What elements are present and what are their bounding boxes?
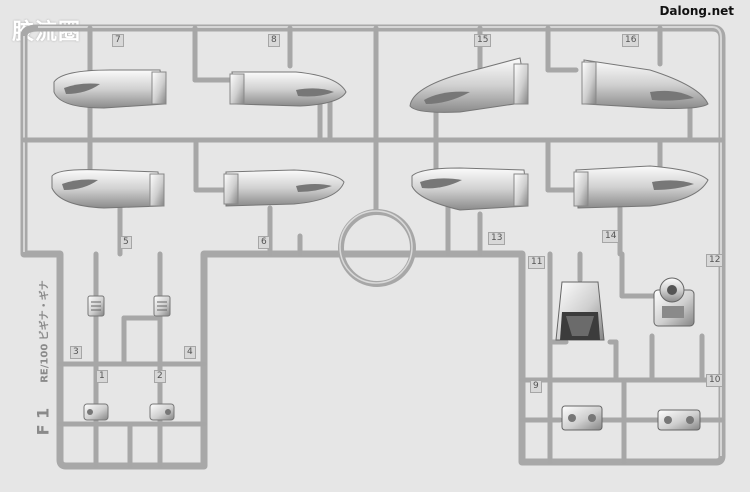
- outer-runner-highlight: [23, 26, 722, 456]
- part-11-housing: [555, 281, 605, 341]
- part-number-tag: 9: [530, 380, 542, 393]
- part-number-tag: 12: [706, 254, 724, 267]
- inner-runners: [21, 25, 725, 469]
- part-14: [573, 165, 709, 209]
- runner-letter: F 1: [33, 407, 53, 436]
- part-12-housing: [653, 277, 695, 327]
- center-ring: [338, 209, 416, 287]
- watermark-right: Dalong.net: [659, 4, 734, 18]
- runner-code: RE/100 ビギナ・ギナ: [39, 280, 51, 383]
- part-7: [53, 69, 167, 109]
- part-number-tag: 6: [258, 236, 270, 249]
- part-10-clip: [657, 409, 701, 431]
- part-small-vents: [87, 295, 171, 317]
- part-number-tag: 11: [528, 256, 546, 269]
- part-9-clip: [561, 405, 603, 431]
- runner-label-block: RE/100 ビギナ・ギナ F 1: [27, 262, 57, 452]
- part-number-tag: 15: [474, 34, 492, 47]
- part-number-tag: 5: [120, 236, 132, 249]
- part-13: [411, 167, 529, 211]
- part-number-tag: 2: [154, 370, 166, 383]
- part-number-tag: 8: [268, 34, 280, 47]
- part-number-tag: 4: [184, 346, 196, 359]
- part-15: [409, 57, 529, 113]
- part-number-tag: 13: [488, 232, 506, 245]
- part-6: [223, 169, 345, 207]
- part-16: [581, 59, 709, 109]
- part-number-tag: 3: [70, 346, 82, 359]
- part-1-2-clips: [83, 403, 175, 421]
- part-number-tag: 10: [706, 374, 724, 387]
- part-5: [51, 169, 165, 209]
- part-number-tag: 14: [602, 230, 620, 243]
- part-number-tag: 7: [112, 34, 124, 47]
- part-8: [229, 71, 347, 107]
- part-number-tag: 1: [96, 370, 108, 383]
- part-number-tag: 16: [622, 34, 640, 47]
